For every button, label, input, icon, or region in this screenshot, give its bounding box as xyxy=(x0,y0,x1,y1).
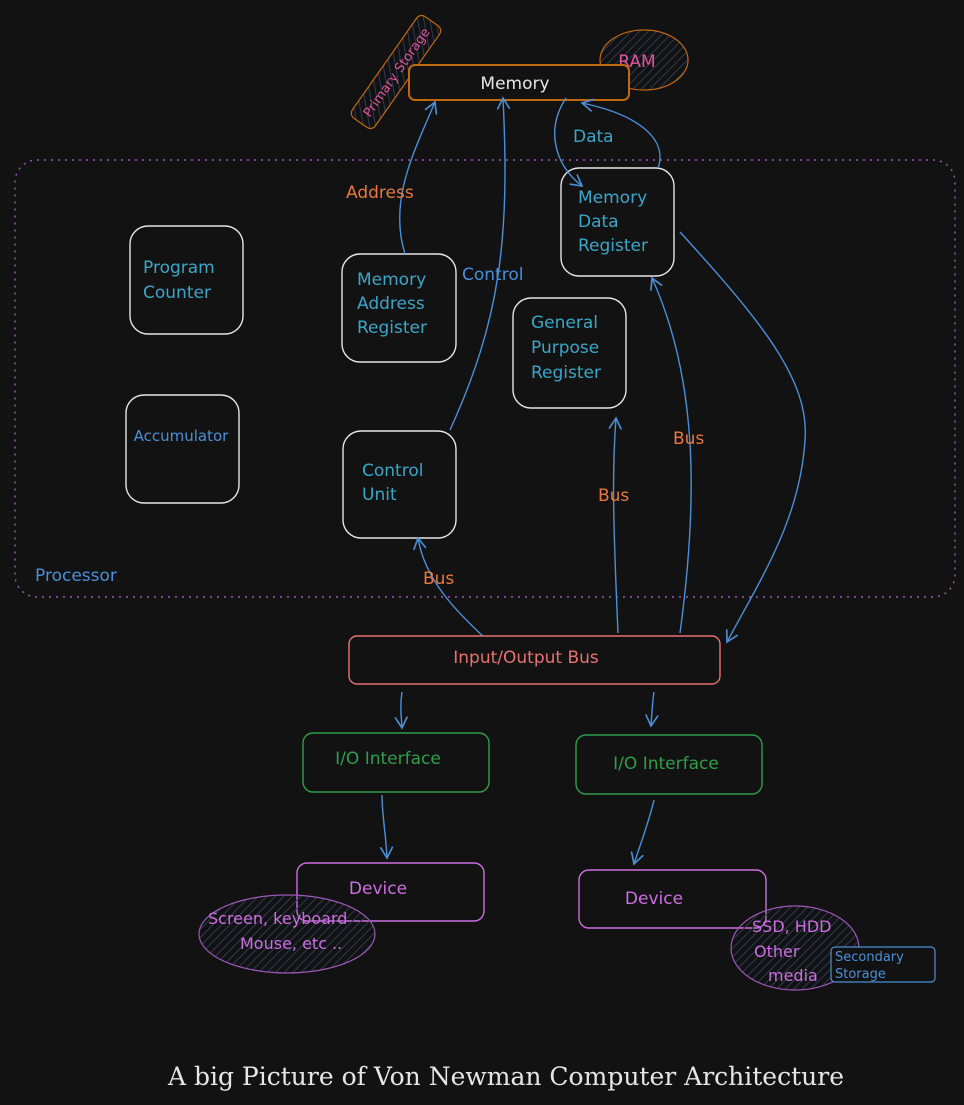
memory-label: Memory xyxy=(480,74,549,94)
device-right-label: Device xyxy=(625,889,683,909)
secondary-storage-label: Secondary Storage xyxy=(835,950,908,982)
bus-to-io-left-arrow xyxy=(394,691,408,730)
control-edge-label: Control xyxy=(462,265,523,285)
bus-cu-edge-label: Bus xyxy=(423,569,454,589)
gpr-box xyxy=(512,297,627,409)
bus-to-gpr-arrow xyxy=(608,416,622,634)
processor-boundary xyxy=(14,159,956,598)
device-left-label: Device xyxy=(349,879,407,899)
control-unit-box xyxy=(342,430,457,539)
io-interface-right-label: I/O Interface xyxy=(613,754,719,774)
control-unit-label: Control Unit xyxy=(362,461,429,505)
device-left-note: Screen, keyboard Mouse, etc .. xyxy=(208,909,352,953)
control-arrow xyxy=(449,96,511,431)
mdr-to-bus-arrow xyxy=(679,231,807,644)
device-right-note: SSD, HDD Other media xyxy=(752,917,837,985)
address-edge-label: Address xyxy=(346,183,414,203)
io-bus-box xyxy=(348,635,721,685)
mar-box xyxy=(341,253,457,363)
program-counter-label: Program Counter xyxy=(143,258,220,303)
device-left-note-bubble xyxy=(198,894,376,974)
io-right-to-device-arrow xyxy=(630,799,655,866)
io-interface-left-box xyxy=(302,732,490,793)
bus-gpr-edge-label: Bus xyxy=(598,486,629,506)
data-arrow-down xyxy=(554,97,584,188)
memory-box xyxy=(408,64,630,101)
data-arrow-up xyxy=(580,98,661,169)
diagram-title: A big Picture of Von Newman Computer Arc… xyxy=(167,1062,844,1091)
data-edge-label: Data xyxy=(573,127,614,147)
device-left-box xyxy=(296,862,485,922)
mar-label: Memory Address Register xyxy=(357,270,432,338)
io-interface-right-box xyxy=(575,734,763,795)
mdr-label: Memory Data Register xyxy=(578,188,653,256)
address-arrow xyxy=(398,100,438,255)
gpr-label: General Purpose Register xyxy=(531,313,605,383)
io-interface-left-label: I/O Interface xyxy=(335,749,441,769)
accumulator-box xyxy=(125,394,240,504)
bus-to-cu-arrow xyxy=(413,536,488,641)
bus-to-mdr-arrow xyxy=(650,276,692,634)
device-right-box xyxy=(578,869,767,929)
mdr-box xyxy=(560,167,675,277)
accumulator-label: Accumulator xyxy=(134,427,230,445)
io-left-to-device-arrow xyxy=(379,794,394,860)
bus-to-io-right-arrow xyxy=(645,691,659,728)
program-counter-box xyxy=(129,225,244,335)
processor-label: Processor xyxy=(35,566,117,586)
io-bus-label: Input/Output Bus xyxy=(453,648,599,668)
secondary-storage-tag xyxy=(830,946,936,983)
bus-mdr-edge-label: Bus xyxy=(673,429,704,449)
